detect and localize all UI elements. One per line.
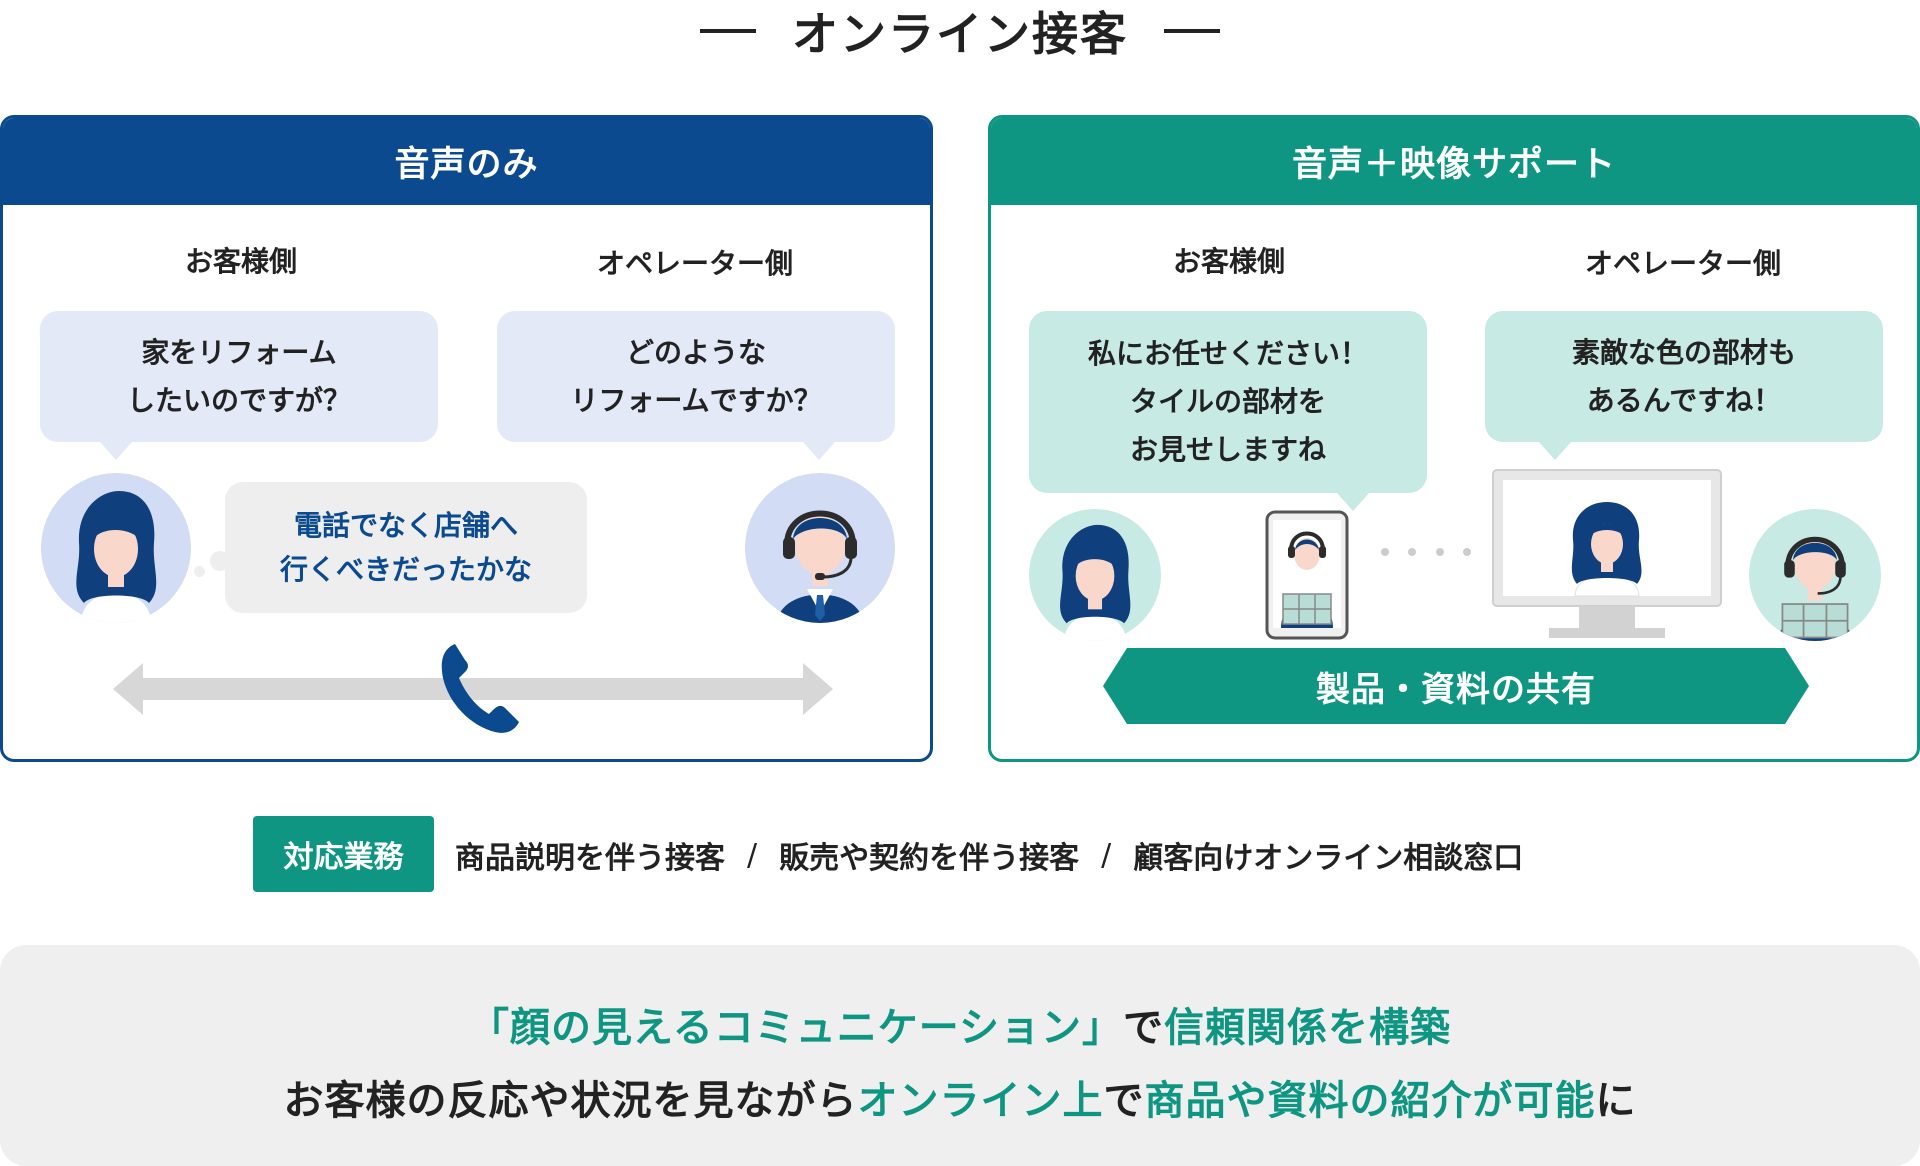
share-banner-shape <box>1103 648 1809 724</box>
woman-icon <box>1060 524 1131 641</box>
summary-segment: 信頼関係を構築 <box>1164 1005 1451 1051</box>
summary-segment: オンライン上 <box>857 1078 1104 1124</box>
title-dash-right <box>1164 29 1220 33</box>
bubble-line: どのような <box>625 335 766 369</box>
operator-speech-bubble: どのような リフォームですか？ <box>497 311 895 442</box>
thought-line: 行くべきだったかな <box>279 552 532 586</box>
customer-speech-bubble: 家をリフォーム したいのですが？ <box>40 311 438 442</box>
thought-dot <box>194 566 205 577</box>
page-title-row: オンライン接客 <box>0 0 1920 62</box>
title-dash-left <box>700 29 756 33</box>
summary-segment: に <box>1595 1078 1637 1124</box>
double-arrow-icon <box>113 663 833 715</box>
voice-only-heading: 音声のみ <box>3 118 930 205</box>
connection-dots <box>1381 548 1471 558</box>
summary-segment: で <box>1123 1005 1164 1051</box>
bubble-tail <box>803 442 835 460</box>
service-separator: / <box>1101 837 1112 873</box>
service-item: 販売や契約を伴う接客 <box>779 841 1080 876</box>
voice-video-heading: 音声＋映像サポート <box>991 118 1917 205</box>
bubble-line: したいのですが？ <box>126 383 351 417</box>
bubble-tail <box>1337 493 1369 511</box>
voice-only-panel: 音声のみ お客様側 オペレーター側 家をリフォーム したいのですが？ どのような… <box>0 115 933 762</box>
service-item: 顧客向けオンライン相談窓口 <box>1133 841 1524 876</box>
bubble-line: あるんですね！ <box>1586 383 1782 417</box>
operator-avatar <box>745 473 895 623</box>
voice-video-panel: 音声＋映像サポート お客様側 オペレーター側 私にお任せください！ タイルの部材… <box>988 115 1920 762</box>
bubble-line: リフォームですか？ <box>570 383 822 417</box>
monitor-icon <box>1492 469 1722 638</box>
operator-avatar <box>1749 509 1881 641</box>
summary-box <box>0 945 1920 1166</box>
summary-segment: 商品や資料の紹介が可能 <box>1144 1078 1596 1124</box>
bubble-line: タイルの部材を <box>1129 385 1326 418</box>
smartphone-icon <box>1265 510 1349 640</box>
operator-headset-icon <box>1777 536 1853 641</box>
service-item: 商品説明を伴う接客 <box>455 841 725 876</box>
dot <box>1408 548 1417 556</box>
phone-icon <box>441 644 519 733</box>
operator-speech-bubble: 素敵な色の部材も あるんですね！ <box>1485 311 1883 442</box>
share-banner-label: 製品・資料の共有 <box>1316 669 1596 710</box>
bubble-line: 家をリフォーム <box>141 335 337 369</box>
dot <box>1381 548 1389 556</box>
thought-line: 電話でなく店舗へ <box>293 508 518 542</box>
customer-side-label: お客様側 <box>184 245 297 278</box>
customer-avatar <box>41 473 191 623</box>
services-list: 商品説明を伴う接客 / 販売や契約を伴う接客 / 顧客向けオンライン相談窓口 <box>455 830 1523 880</box>
dot <box>1435 548 1444 556</box>
dot <box>1462 548 1471 556</box>
customer-avatar <box>1029 509 1161 641</box>
bubble-tail <box>1539 442 1571 460</box>
summary-line-2: お客様の反応や状況を見ながらオンライン上で商品や資料の紹介が可能に <box>0 1068 1920 1126</box>
woman-icon <box>76 491 157 623</box>
services-label: 対応業務 <box>253 816 434 892</box>
summary-segment: で <box>1103 1078 1145 1124</box>
operator-side-label: オペレーター側 <box>1584 247 1781 280</box>
summary-segment: お客様の反応や状況を見ながら <box>283 1078 858 1124</box>
service-separator: / <box>747 837 758 873</box>
bubble-line: 私にお任せください！ <box>1087 337 1368 370</box>
bubble-line: お見せしますね <box>1129 433 1326 466</box>
customer-thought-bubble: 電話でなく店舗へ 行くべきだったかな <box>225 482 587 613</box>
page-title: オンライン接客 <box>792 7 1128 61</box>
customer-speech-bubble: 私にお任せください！ タイルの部材を お見せしますね <box>1029 311 1427 493</box>
operator-headset-icon <box>777 510 863 623</box>
operator-side-label: オペレーター側 <box>596 247 793 280</box>
customer-side-label: お客様側 <box>1172 245 1285 278</box>
summary-segment: 「顔の見えるコミュニケーション」 <box>469 1005 1123 1051</box>
summary-line-1: 「顔の見えるコミュニケーション」で信頼関係を構築 <box>0 995 1920 1053</box>
bubble-tail <box>100 442 132 460</box>
bubble-line: 素敵な色の部材も <box>1571 335 1796 369</box>
